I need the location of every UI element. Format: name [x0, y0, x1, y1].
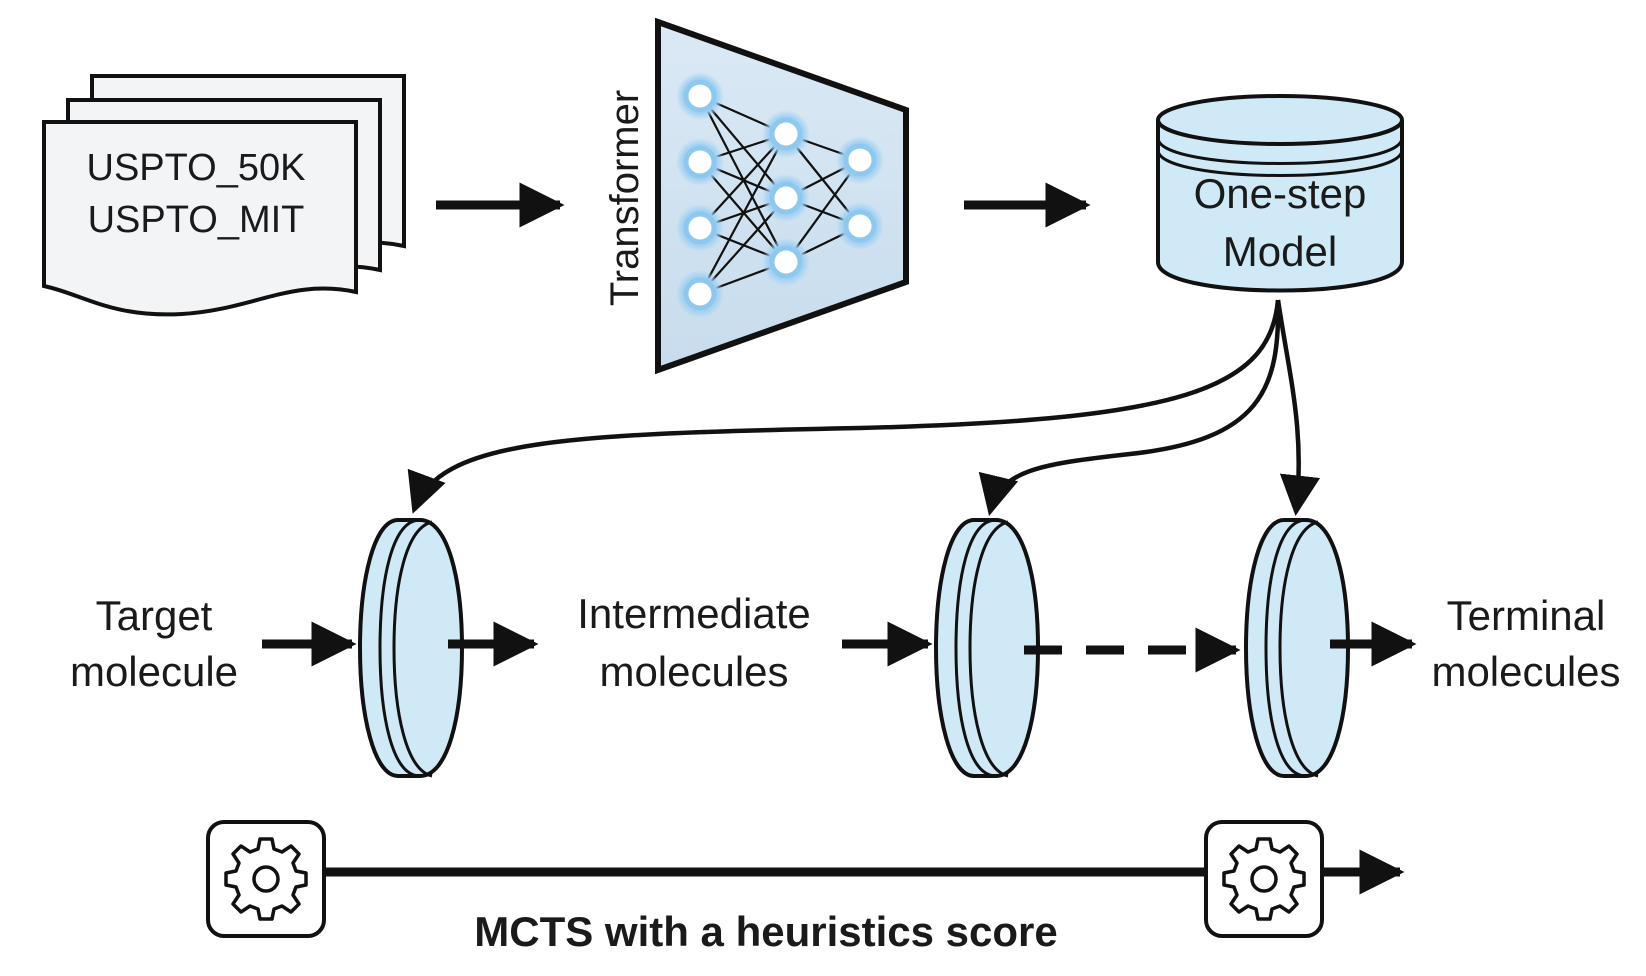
dataset-label-1: USPTO_50K [87, 147, 306, 189]
disc-3 [1243, 518, 1351, 778]
model-to-disc-arrows [407, 299, 1321, 517]
terminal-label-2: molecules [1431, 648, 1620, 695]
document-front [42, 120, 358, 317]
dataset-document-stack: USPTO_50K USPTO_MIT [42, 74, 406, 317]
model-label-1: One-step [1194, 170, 1367, 217]
transformer-block: Transformer [603, 17, 909, 375]
model-label-2: Model [1223, 228, 1337, 275]
disc-1 [357, 518, 465, 778]
cylinder-top [1156, 94, 1404, 146]
disc-2 [933, 518, 1041, 778]
terminal-label-1: Terminal [1447, 592, 1606, 639]
network-nodes [676, 72, 884, 318]
intermediate-label-1: Intermediate [577, 590, 810, 637]
gear-icon [224, 837, 308, 921]
transformer-label: Transformer [603, 90, 647, 306]
target-label-2: molecule [70, 648, 238, 695]
one-step-model-database: One-step Model [1156, 94, 1404, 293]
arrow-model-to-disc-1 [407, 299, 1281, 514]
intermediate-label-2: molecules [599, 648, 788, 695]
arrow-model-to-disc-2 [978, 299, 1281, 516]
cylinder-body [1156, 120, 1404, 293]
dataset-label-2: USPTO_MIT [88, 199, 305, 241]
mcts-label: MCTS with a heuristics score [474, 908, 1058, 955]
target-label-1: Target [96, 592, 213, 639]
gear-box-left [206, 820, 326, 938]
gear-icon [1222, 837, 1306, 921]
gear-box-right [1204, 820, 1324, 938]
arrow-model-to-disc-3 [1275, 299, 1321, 517]
